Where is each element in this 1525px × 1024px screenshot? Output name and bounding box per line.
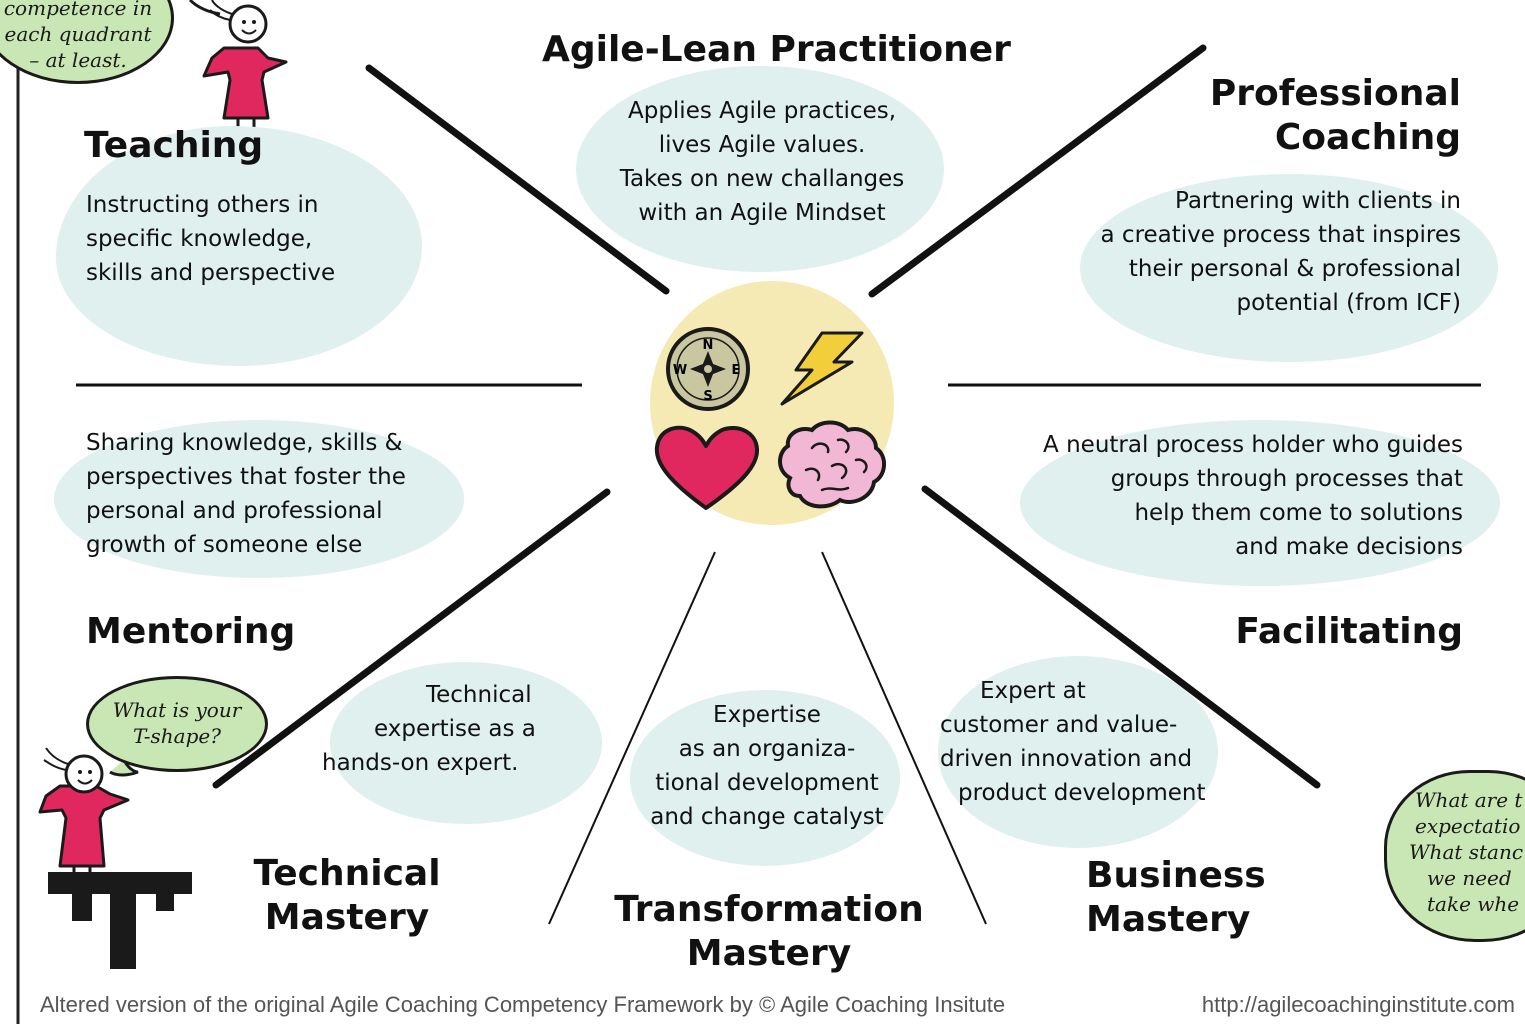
- lightning-icon: [780, 331, 864, 406]
- practitioner-blob: [576, 66, 944, 272]
- business-blob: [938, 656, 1218, 848]
- practitioner-description: Applies Agile practices, lives Agile val…: [619, 98, 905, 226]
- compass-letter: W: [673, 363, 687, 378]
- facilitating-blob: [1020, 420, 1500, 586]
- teaching-title: Teaching: [84, 125, 264, 166]
- divider-line: [548, 551, 716, 925]
- technical-description: Technical expertise as a hands-on expert…: [322, 682, 536, 776]
- stick-figure-top: [202, 0, 288, 128]
- coaching-title: Professional Coaching: [1209, 73, 1461, 158]
- compass-letter: N: [703, 338, 714, 353]
- mentoring-blob: [54, 420, 464, 578]
- facilitating-title: Facilitating: [1235, 611, 1463, 652]
- divider-line: [868, 44, 1207, 298]
- footer-url[interactable]: http://agilecoachinginstitute.com: [1201, 992, 1515, 1017]
- technical-blob: [330, 662, 602, 824]
- bubble-tail: [188, 0, 221, 16]
- compass-icon: N E S W: [666, 327, 750, 411]
- compass-letter: S: [703, 389, 712, 404]
- transformation-blob: [630, 690, 900, 866]
- transformation-description: Expertise as an organiza- tional develop…: [650, 702, 884, 830]
- business-description: Expert at customer and value- driven inn…: [940, 678, 1206, 806]
- compass-letter: E: [732, 363, 741, 378]
- heart-icon: [654, 425, 760, 510]
- coaching-blob: [1080, 174, 1498, 362]
- practitioner-title: Agile-Lean Practitioner: [542, 29, 1011, 70]
- teaching-blob: [56, 126, 422, 366]
- speech-bubble-right: What are t expectatio What stanc we need…: [1384, 770, 1525, 942]
- mentoring-title: Mentoring: [86, 611, 296, 652]
- brain-icon: [778, 420, 886, 509]
- transformation-title: Transformation Mastery: [614, 889, 924, 974]
- divider-line: [212, 488, 611, 789]
- speech-bubble-t-shape: What is your T-shape?: [86, 676, 268, 772]
- divider-line: [921, 485, 1321, 789]
- footer-credit: Altered version of the original Agile Co…: [40, 992, 1006, 1017]
- mentoring-description: Sharing knowledge, skills & perspectives…: [86, 430, 406, 558]
- facilitating-description: A neutral process holder who guides grou…: [1043, 432, 1463, 560]
- bubble-tail: [109, 759, 139, 777]
- stick-figure-bottom: [38, 747, 130, 874]
- divider-line: [821, 551, 987, 925]
- speech-bubble-top-left: competence in each quadrant – at least.: [0, 0, 174, 84]
- divider-line: [365, 64, 670, 295]
- business-title: Business Mastery: [1086, 855, 1266, 940]
- coaching-description: Partnering with clients in a creative pr…: [1100, 188, 1461, 316]
- t-shape-icon: [48, 872, 192, 969]
- technical-title: Technical Mastery: [253, 853, 441, 938]
- teaching-description: Instructing others in specific knowledge…: [86, 192, 336, 286]
